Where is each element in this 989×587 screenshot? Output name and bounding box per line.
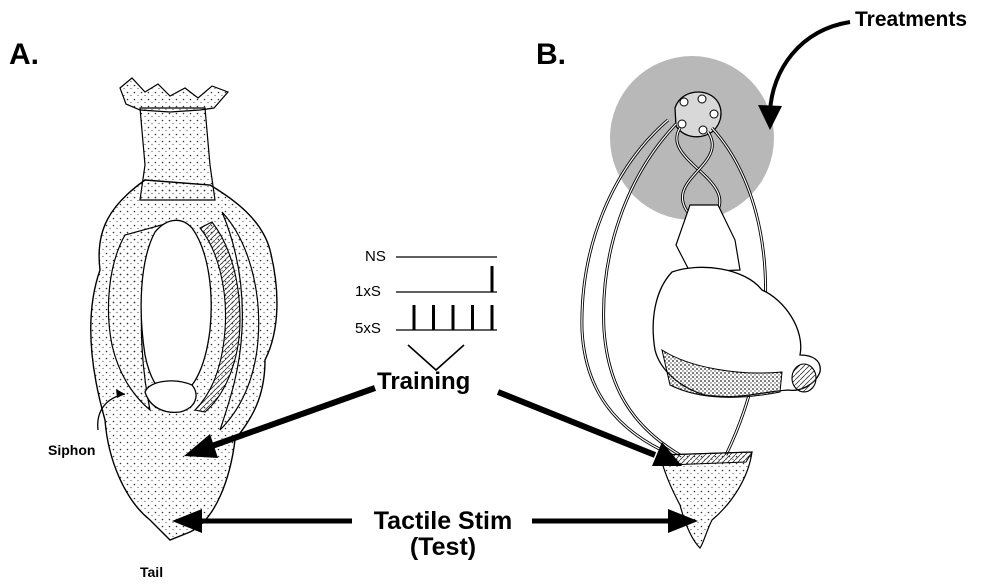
schedule-label-1xs: 1xS — [355, 283, 381, 300]
pulses-5xs — [414, 305, 492, 330]
panel-label-a: A. — [9, 38, 39, 72]
reduced-preparation — [582, 22, 850, 548]
siphon-label: Siphon — [48, 442, 95, 458]
treatments-arrow — [770, 22, 850, 112]
training-v — [408, 345, 464, 370]
treatments-label: Treatments — [855, 8, 967, 32]
schedule-label-5xs: 5xS — [355, 320, 381, 337]
training-label: Training — [377, 368, 470, 396]
prep-hatched-end — [792, 364, 816, 392]
prep-tail — [660, 452, 752, 548]
tactile-stim-line1: Tactile Stim — [354, 508, 532, 534]
aplysia-illustration — [91, 78, 277, 540]
tail-label: Tail — [140, 564, 163, 580]
tactile-stim-line2: (Test) — [354, 534, 532, 560]
panel-label-b: B. — [536, 38, 566, 72]
aplysia-head — [120, 78, 228, 112]
schedule-label-ns: NS — [365, 248, 386, 265]
tactile-stim-label: Tactile Stim (Test) — [354, 508, 532, 560]
training-schedule — [396, 257, 497, 370]
